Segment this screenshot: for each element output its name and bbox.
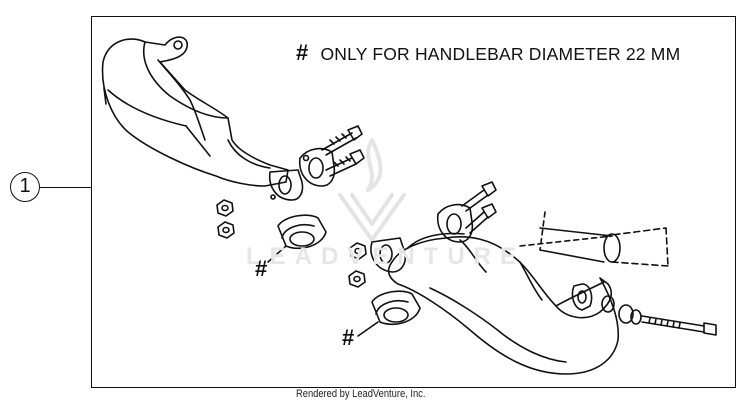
left-spacer-sleeve	[277, 214, 327, 250]
right-spacer-sleeve	[371, 290, 421, 326]
watermark-text: LEADVENTURE	[246, 243, 526, 270]
callout-leader-line	[40, 187, 91, 188]
right-upper-clamp	[436, 203, 474, 243]
bar-end-bolt	[618, 304, 717, 336]
part-marker-right-sleeve: #	[342, 325, 355, 350]
render-credit: Rendered by LeadVenture, Inc.	[296, 388, 426, 400]
right-lower-clamp	[370, 237, 407, 273]
right-handguard	[387, 232, 620, 375]
watermark-logo	[338, 138, 406, 242]
left-nuts	[216, 199, 235, 239]
right-nuts	[348, 242, 367, 288]
diameter-note: # ONLY FOR HANDLEBAR DIAMETER 22 MM	[296, 40, 680, 66]
left-handguard	[101, 36, 289, 187]
note-symbol: #	[296, 40, 309, 65]
handlebar-end	[519, 211, 669, 267]
left-screws	[321, 125, 365, 177]
callout-1: 1	[10, 172, 40, 202]
right-spacer-leader	[357, 321, 379, 337]
left-spacer-leader	[267, 245, 287, 263]
left-upper-clamp	[298, 147, 336, 187]
diagram-frame	[91, 16, 736, 388]
left-lower-clamp	[268, 169, 304, 201]
note-text: ONLY FOR HANDLEBAR DIAMETER 22 MM	[320, 44, 681, 64]
right-screws	[461, 181, 497, 234]
part-marker-left-sleeve: #	[255, 256, 268, 281]
